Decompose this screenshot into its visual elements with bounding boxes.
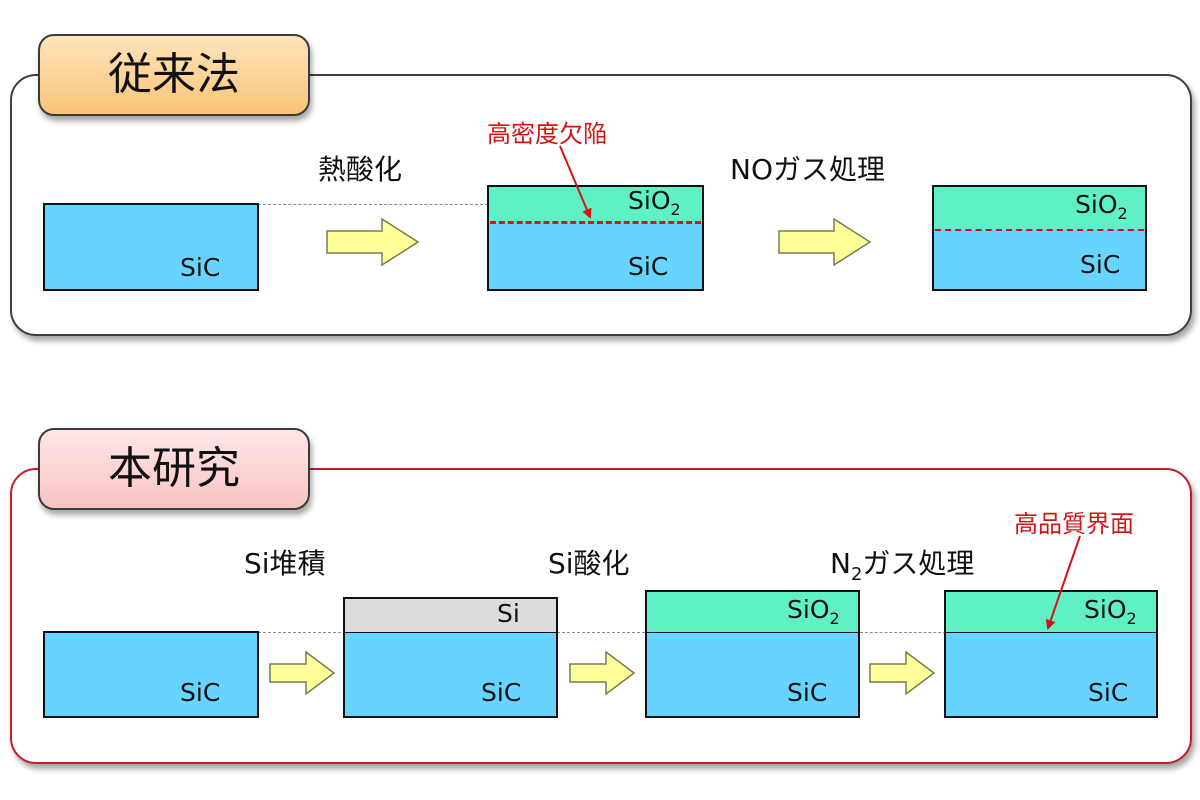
sic-substrate-7 (944, 632, 1158, 718)
interface-pointer-arrow (1045, 535, 1081, 630)
high-quality-interface-label: 高品質界面 (1014, 510, 1134, 538)
thermal-oxidation-label: 熱酸化 (318, 153, 403, 186)
sic-label-1: SiC (180, 253, 221, 282)
sic-label-3: SiC (1080, 250, 1121, 279)
no-gas-treatment-label: NOガス処理 (730, 153, 885, 186)
process-arrow-icon (569, 650, 636, 696)
si-oxidation-label: Si酸化 (548, 547, 630, 580)
surface-guide-line (258, 632, 346, 633)
sic-substrate-5 (343, 632, 558, 718)
surface-guide-line (557, 632, 645, 633)
surface-guide-line (258, 204, 488, 205)
high-density-defect-line (490, 221, 701, 224)
sic-substrate-3 (932, 229, 1147, 291)
n2-gas-treatment-label: N2ガス処理 (830, 547, 975, 585)
sic-substrate-1 (43, 203, 259, 291)
conventional-method-title: 従来法 (38, 34, 310, 116)
reduced-defect-line (935, 229, 1144, 231)
sic-label-5: SiC (481, 678, 522, 707)
process-arrow-icon (869, 650, 936, 696)
si-layer (343, 597, 558, 635)
sio2-layer-2 (487, 185, 704, 225)
process-arrow-icon (778, 217, 872, 267)
sio2-layer-6 (645, 590, 860, 634)
process-arrow-icon (326, 217, 420, 267)
sic-label-6: SiC (787, 678, 828, 707)
sic-label-4: SiC (180, 678, 221, 707)
sio2-label-6: SiO2 (787, 595, 840, 628)
sic-substrate-4 (43, 631, 259, 718)
sic-substrate-6 (645, 632, 860, 718)
sio2-layer-3 (932, 185, 1147, 232)
high-density-defect-label: 高密度欠陥 (487, 120, 607, 148)
sio2-label-3: SiO2 (1075, 190, 1128, 223)
sic-label-7: SiC (1088, 678, 1129, 707)
defect-pointer-arrow (559, 145, 592, 219)
si-deposition-label: Si堆積 (244, 547, 326, 580)
si-label: Si (497, 599, 520, 628)
surface-guide-line (860, 632, 946, 633)
sio2-label-7: SiO2 (1084, 595, 1137, 628)
process-arrow-icon (269, 650, 336, 696)
research-method-title: 本研究 (38, 428, 310, 510)
sio2-label-2: SiO2 (628, 186, 681, 219)
sic-label-2: SiC (628, 252, 669, 281)
sic-substrate-2 (487, 222, 704, 291)
